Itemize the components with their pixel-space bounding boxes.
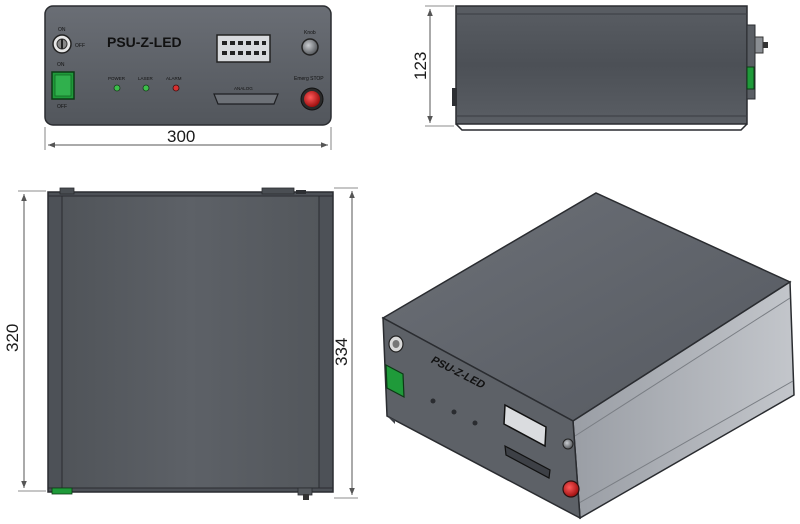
knob-icon[interactable] [301,38,319,56]
side-view: 123 [411,5,768,131]
front-panel-body [44,5,332,126]
display-window [216,34,271,63]
height-dimension-value: 123 [411,52,430,80]
switch-off-label: OFF [57,104,67,110]
isometric-view: PSU-Z-LED [381,192,795,520]
side-body [455,5,748,125]
top-body [61,195,320,489]
estop-label: Emerg STOP [294,76,324,82]
iso-knob-icon [562,438,574,450]
width-dimension-value: 300 [167,127,195,146]
iso-power-switch [385,363,405,399]
analog-connector [213,93,279,105]
iso-power-led-icon [430,398,436,404]
iso-emergency-stop-icon [562,480,580,498]
side-switch [746,66,755,90]
front-view: ON OFF ON OFF PSU-Z-LED POWER LASER ALAR… [44,5,332,150]
side-knob [754,36,764,54]
iso-analog-connector [504,444,551,479]
knob-label: Knob [304,30,316,36]
iso-laser-led-icon [451,409,457,415]
iso-alarm-led-icon [472,420,478,426]
key-on-label: ON [58,27,66,33]
power-led-icon [113,84,121,92]
iso-display-window [503,403,547,448]
key-off-label: OFF [75,43,85,49]
depth-inner-dimension-value: 320 [3,324,22,352]
connector-label: ANALOG [234,86,253,91]
model-label: PSU-Z-LED [107,34,182,50]
indicator-label-laser: LASER [138,76,154,81]
indicator-label-alarm: ALARM [166,76,182,81]
depth-outer-dimension-value: 334 [332,338,351,366]
top-view: 320 334 [3,187,358,500]
alarm-led-icon [172,84,180,92]
indicator-label-power: POWER [108,76,126,81]
switch-on-label: ON [57,62,65,68]
laser-led-icon [142,84,150,92]
